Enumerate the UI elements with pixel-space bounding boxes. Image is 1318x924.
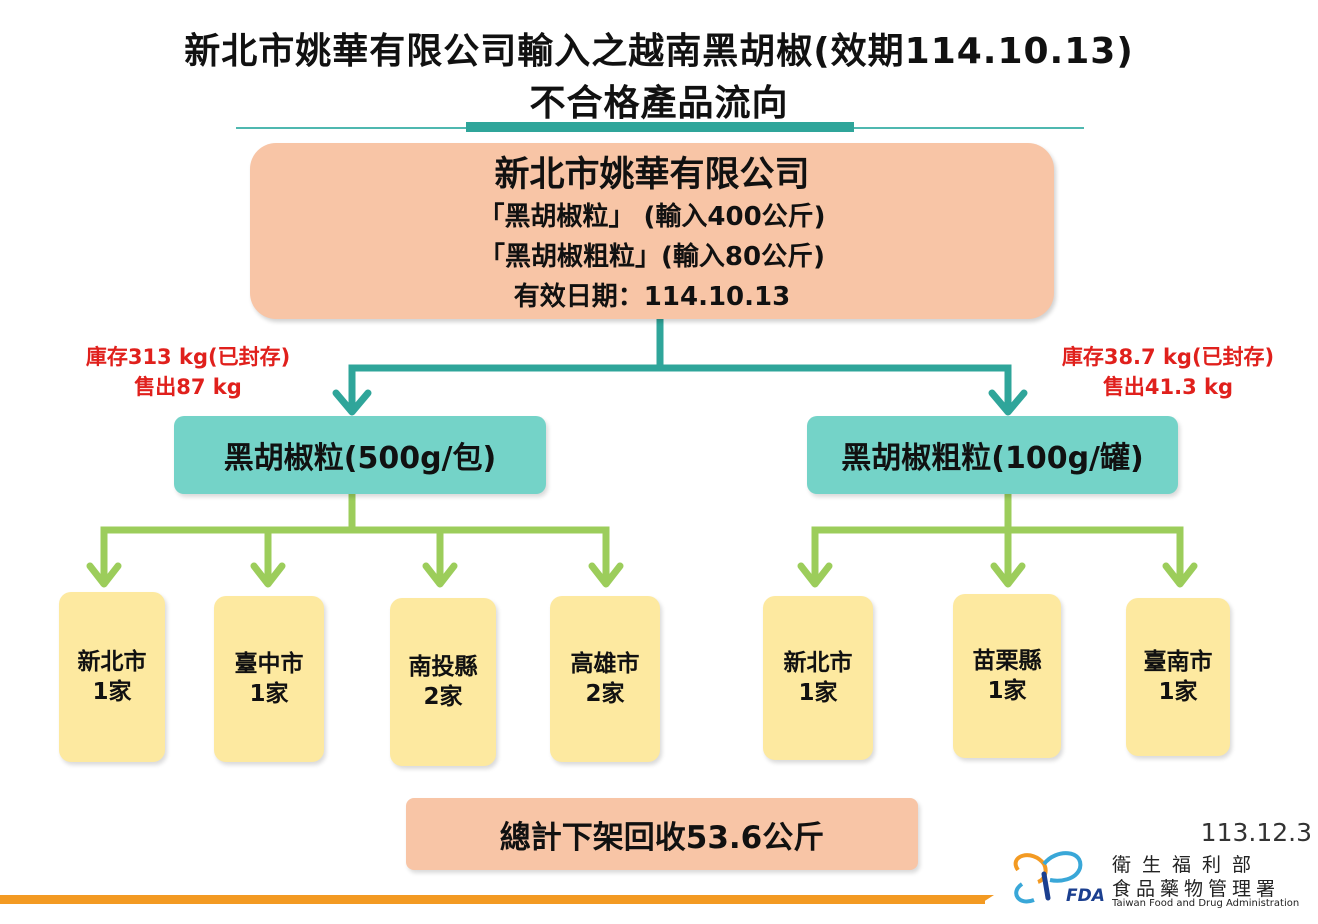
stock-left: 庫存313 kg(已封存)	[85, 345, 291, 369]
destination-count: 2家	[423, 684, 463, 710]
footer-bar	[0, 895, 985, 904]
stock-right: 庫存38.7 kg(已封存)	[1061, 345, 1275, 369]
product-box-coarse: 黑胡椒粗粒(100g/罐)	[807, 416, 1178, 494]
destination-count: 1家	[92, 679, 132, 705]
fda-abbr: FDA	[1066, 886, 1105, 906]
page-title: 新北市姚華有限公司輸入之越南黑胡椒(效期114.10.13)	[184, 31, 1134, 72]
destination-count: 1家	[1158, 679, 1198, 705]
destination-box: 臺中市 1家	[214, 596, 324, 762]
source-company-box: 新北市姚華有限公司 「黑胡椒粒」 (輸入400公斤) 「黑胡椒粗粒」(輸入80公…	[250, 143, 1054, 319]
destination-box: 新北市 1家	[59, 592, 165, 762]
stock-note-left: 庫存313 kg(已封存) 售出87 kg	[62, 342, 314, 402]
destination-box: 苗栗縣 1家	[953, 594, 1061, 758]
destination-box: 南投縣 2家	[390, 598, 496, 766]
arrow-head-left	[332, 389, 372, 416]
title-divider-accent	[466, 122, 854, 132]
import-item-2: 「黑胡椒粗粒」(輸入80公斤)	[479, 242, 825, 272]
footer-bar-tip	[980, 895, 994, 904]
destination-count: 1家	[798, 680, 838, 706]
destination-place: 新北市	[783, 650, 853, 676]
expiry-date: 有效日期：114.10.13	[513, 282, 791, 312]
total-recall-box: 總計下架回收53.6公斤	[406, 798, 918, 870]
destination-box: 高雄市 2家	[550, 596, 660, 762]
arrow-head-right	[988, 389, 1028, 416]
sold-left: 售出87 kg	[134, 375, 242, 399]
destination-place: 南投縣	[408, 654, 478, 680]
destination-place: 苗栗縣	[972, 648, 1042, 674]
destination-place: 新北市	[77, 649, 147, 675]
destination-count: 1家	[987, 678, 1027, 704]
product-box-peppercorn: 黑胡椒粒(500g/包)	[174, 416, 546, 494]
destination-box: 臺南市 1家	[1126, 598, 1230, 756]
destination-place: 臺南市	[1143, 649, 1213, 675]
destination-count: 1家	[249, 681, 289, 707]
agency-name: 食品藥物管理署	[1112, 878, 1281, 900]
fda-butterfly-logo-icon	[1013, 851, 1083, 904]
stock-note-right: 庫存38.7 kg(已封存) 售出41.3 kg	[1040, 342, 1296, 402]
slide-date: 113.12.3	[1200, 818, 1312, 847]
page-subtitle: 不合格產品流向	[529, 83, 789, 124]
import-item-1: 「黑胡椒粒」 (輸入400公斤)	[478, 202, 826, 232]
ministry-name: 衛生福利部	[1112, 854, 1263, 876]
destination-place: 高雄市	[570, 651, 640, 677]
destination-place: 臺中市	[234, 651, 304, 677]
destination-box: 新北市 1家	[763, 596, 873, 760]
agency-english-name: Taiwan Food and Drug Administration	[1112, 898, 1300, 909]
company-name: 新北市姚華有限公司	[494, 155, 810, 195]
sold-right: 售出41.3 kg	[1102, 375, 1234, 399]
destination-count: 2家	[585, 681, 625, 707]
